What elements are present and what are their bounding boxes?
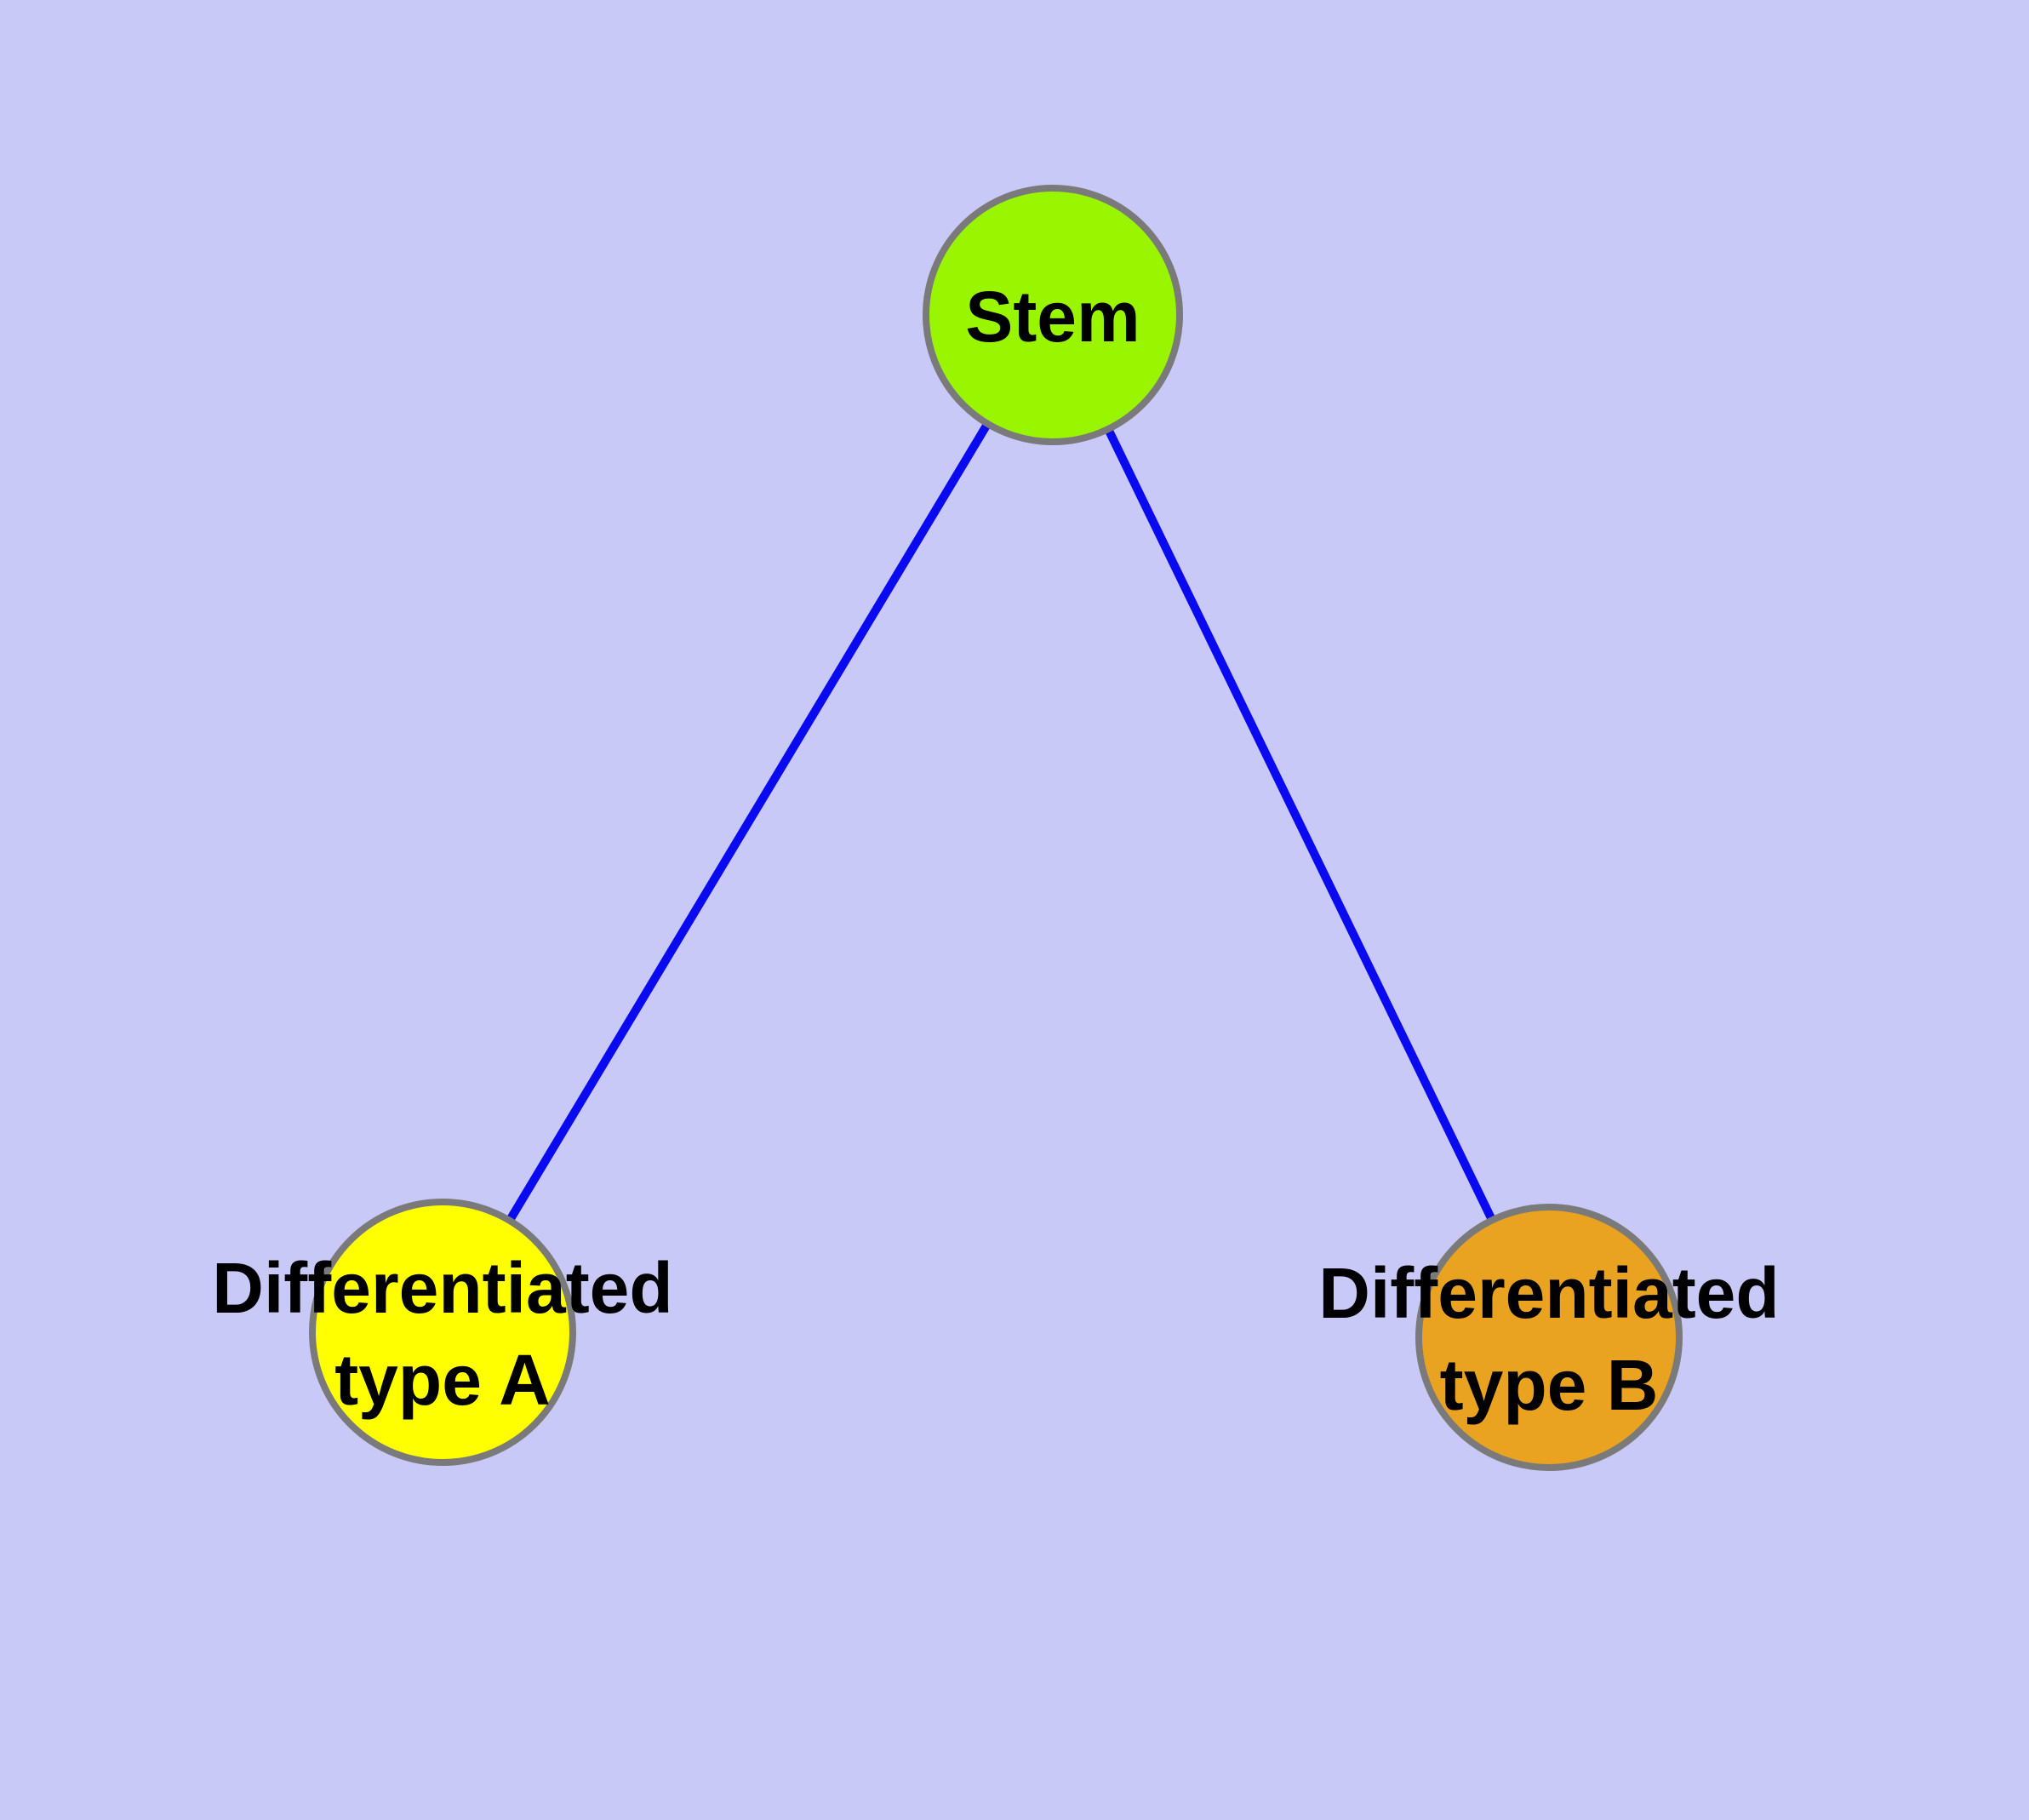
node-label-line: Stem [965, 277, 1140, 357]
node-label-line: Differentiated [1318, 1253, 1779, 1333]
node-type-a [309, 1199, 576, 1466]
edge-stem-type-a [438, 312, 1057, 1335]
node-stem [923, 185, 1183, 445]
edge-stem-type-b [1049, 312, 1553, 1340]
node-label-line: type B [1440, 1345, 1659, 1425]
edges-layer [438, 312, 1553, 1340]
node-label-type-a: Differentiated type A [212, 1248, 672, 1420]
nodes-layer [309, 185, 1683, 1471]
node-label-line: Differentiated [212, 1248, 672, 1328]
node-label-line: type A [334, 1340, 551, 1420]
node-label-type-b: Differentiated type B [1318, 1253, 1779, 1425]
node-type-b [1415, 1204, 1683, 1471]
node-label-stem: Stem [965, 277, 1140, 357]
